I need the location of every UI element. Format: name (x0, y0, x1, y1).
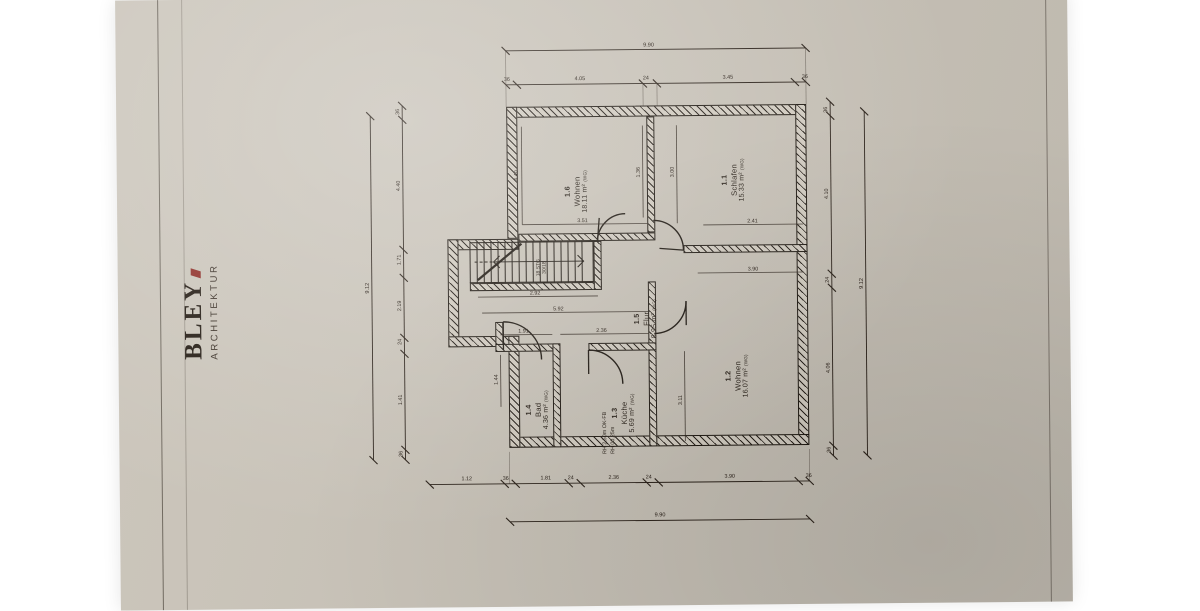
interior-dim-bad-width: 1.91 (518, 329, 529, 335)
dim-bottom-3: 1.81 (540, 475, 551, 481)
interior-dim-bad-height: 1.44 (494, 374, 500, 385)
door-swing-wohnen16 (597, 214, 625, 242)
interior-dim-schlafen-bottom: 2.41 (747, 218, 758, 224)
dim-left-5: 24 (397, 339, 403, 345)
door-swing-wohnen12 (654, 301, 686, 333)
brand-subtitle: ARCHITEKTUR (208, 263, 220, 359)
door-leaf-schlafen (659, 248, 683, 250)
brand-name: BLEY (179, 280, 207, 360)
dim-bottom-7: 3.90 (724, 474, 735, 480)
dim-bottom-2: 36 (503, 476, 509, 482)
ceiling-height-note: RH 2,50m OK-FB RH 00,25m (601, 384, 618, 454)
interior-dim-kueche-width: 2.36 (596, 328, 607, 334)
brand-logo: BLEY (180, 270, 206, 360)
dim-top-overall: 9.90 (643, 42, 654, 48)
dimension-chain-right: 36 4.10 24 4.06 36 9.12 (806, 93, 900, 494)
dim-left-overall: 9.12 (365, 283, 371, 294)
dimension-chain-bottom: 1.12 36 1.81 24 2.36 24 3.90 36 9.90 (404, 448, 875, 548)
dim-top-2: 4.05 (575, 76, 586, 82)
dim-left-4: 2.19 (397, 301, 403, 312)
dim-top-5: 36 (802, 74, 808, 80)
drawing-area: BLEY ARCHITEKTUR (115, 0, 1073, 611)
dim-right-3: 24 (825, 277, 831, 283)
photographed-paper-sheet: BLEY ARCHITEKTUR (115, 0, 1073, 611)
interior-dim-flur-width: 5.92 (553, 306, 564, 312)
dim-bottom-4: 24 (568, 475, 574, 481)
door-leaf-wohnen16 (597, 218, 599, 242)
interior-dim-wohnen2-right: 3.90 (748, 266, 759, 272)
door-swings-layer: 3.51 4.40 1.36 3.00 2.41 3.90 3.11 2.92 … (446, 104, 829, 473)
door-swing-schlafen (653, 220, 683, 250)
door-swing-kueche (588, 350, 622, 384)
dim-bottom-5: 2.36 (608, 475, 619, 481)
dim-right-2: 4.10 (824, 188, 830, 199)
door-swing-bad (503, 322, 541, 360)
dim-left-1: 36 (395, 109, 401, 115)
dim-top-3: 24 (643, 75, 649, 81)
dim-left-2: 4.40 (396, 181, 402, 192)
dimension-chain-top: 9.90 36 4.05 24 3. (405, 35, 866, 109)
interior-dim-seg-b: 3.00 (670, 167, 676, 178)
dim-left-6: 1.41 (398, 395, 404, 406)
note-line-2: RH 00,25m (609, 384, 618, 454)
title-block: BLEY ARCHITEKTUR (114, 239, 285, 361)
dim-bottom-overall: 9.90 (655, 512, 666, 518)
interior-dim-stair-run: 2.92 (530, 291, 541, 297)
dim-bottom-1: 1.12 (461, 476, 472, 482)
interior-dim-seg-a: 1.36 (636, 167, 642, 178)
dim-right-overall: 9.12 (859, 278, 865, 289)
interior-dim-wohnen2-height: 3.11 (678, 395, 684, 405)
dimension-chain-left: 9.12 36 4.40 (356, 98, 440, 499)
dim-bottom-6: 24 (646, 474, 652, 480)
dim-top-1: 36 (504, 77, 510, 83)
interior-dim-wohnen-left: 4.40 (514, 170, 520, 181)
dim-top-4: 3.45 (723, 75, 734, 81)
brand-accent-mark (190, 268, 200, 278)
dim-left-7: 36 (398, 451, 404, 457)
dim-right-1: 36 (823, 107, 829, 113)
dim-right-5: 36 (826, 447, 832, 453)
floor-plan: 1.6 Wohnen 18.11 m² (WG) 1.1 Schlafen 15… (446, 104, 829, 473)
interior-dim-wohnen-top: 3.51 (577, 218, 588, 224)
dim-left-3: 1.71 (397, 255, 403, 266)
dim-right-4: 4.06 (826, 362, 832, 373)
